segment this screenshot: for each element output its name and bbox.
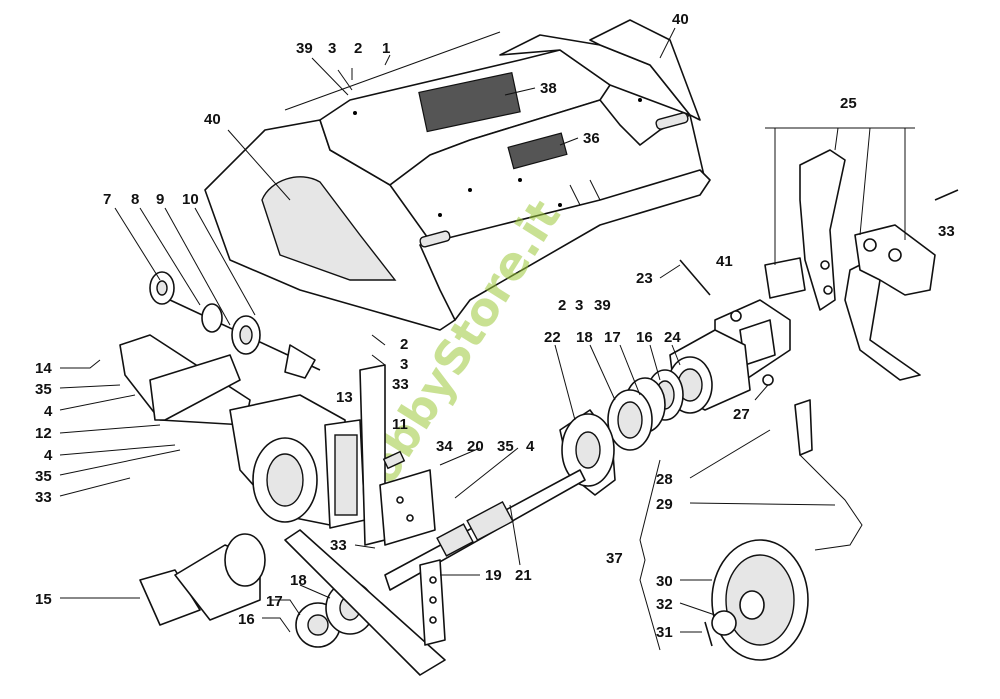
leader-lines bbox=[59, 27, 915, 633]
callout-30: 30 bbox=[656, 573, 673, 590]
callout-17-top: 17 bbox=[604, 329, 621, 346]
gearbox-housing bbox=[119, 334, 366, 529]
callout-11: 11 bbox=[392, 416, 408, 433]
callout-4-b: 4 bbox=[44, 447, 53, 464]
callout-13: 13 bbox=[336, 389, 353, 406]
callout-16-bottom: 16 bbox=[238, 611, 255, 628]
input-shaft-group bbox=[149, 271, 321, 379]
callout-12: 12 bbox=[35, 425, 52, 442]
callout-1: 1 bbox=[382, 40, 390, 57]
callout-25: 25 bbox=[840, 95, 857, 112]
callout-36: 36 bbox=[583, 130, 600, 147]
callout-21: 21 bbox=[515, 567, 532, 584]
mounting-bracket bbox=[359, 364, 436, 546]
main-shaft bbox=[384, 469, 586, 591]
callout-35-c: 35 bbox=[497, 438, 514, 455]
callout-4-c: 4 bbox=[526, 438, 535, 455]
callout-9: 9 bbox=[156, 191, 164, 208]
callout-33-left: 33 bbox=[35, 489, 52, 506]
callout-2: 2 bbox=[354, 40, 362, 57]
callout-18-top: 18 bbox=[576, 329, 593, 346]
callout-41: 41 bbox=[716, 253, 733, 270]
callout-27: 27 bbox=[733, 406, 750, 423]
callout-31: 31 bbox=[656, 624, 673, 641]
callout-4-a: 4 bbox=[44, 403, 53, 420]
callout-34: 34 bbox=[436, 438, 453, 455]
bevel-gear-bearing-stack bbox=[559, 369, 684, 496]
callout-2-mid: 2 bbox=[558, 297, 566, 314]
lower-flange-group bbox=[139, 529, 446, 676]
callout-18-bottom: 18 bbox=[290, 572, 307, 589]
callout-39: 39 bbox=[296, 40, 313, 57]
callout-33-right: 33 bbox=[938, 223, 955, 240]
tine-blade-assembly bbox=[764, 149, 959, 381]
callout-14: 14 bbox=[35, 360, 52, 377]
callout-3-lower: 3 bbox=[400, 356, 408, 373]
callout-15: 15 bbox=[35, 591, 52, 608]
callout-35-b: 35 bbox=[35, 468, 52, 485]
callout-24: 24 bbox=[664, 329, 681, 346]
depth-wheel-assembly bbox=[639, 399, 863, 661]
callout-32: 32 bbox=[656, 596, 673, 613]
callout-33-mid: 33 bbox=[392, 376, 409, 393]
callout-8: 8 bbox=[131, 191, 139, 208]
callout-17-bottom: 17 bbox=[266, 593, 283, 610]
hood-cover-assembly bbox=[204, 19, 711, 331]
callout-37: 37 bbox=[606, 550, 623, 567]
callout-19: 19 bbox=[485, 567, 502, 584]
callout-29: 29 bbox=[656, 496, 673, 513]
callout-40-left: 40 bbox=[204, 111, 221, 128]
callout-35-a: 35 bbox=[35, 381, 52, 398]
callout-23: 23 bbox=[636, 270, 653, 287]
callout-38: 38 bbox=[540, 80, 557, 97]
callout-20: 20 bbox=[467, 438, 484, 455]
callout-22: 22 bbox=[544, 329, 561, 346]
callout-2-lower: 2 bbox=[400, 336, 408, 353]
callout-39-mid: 39 bbox=[594, 297, 611, 314]
callout-labels: 39 3 2 1 38 36 40 40 25 33 7 8 9 10 23 4… bbox=[35, 11, 955, 641]
callout-16-top: 16 bbox=[636, 329, 653, 346]
callout-7: 7 bbox=[103, 191, 111, 208]
callout-10: 10 bbox=[182, 191, 199, 208]
callout-33-bottom: 33 bbox=[330, 537, 347, 554]
callout-3: 3 bbox=[328, 40, 336, 57]
callout-28: 28 bbox=[656, 471, 673, 488]
callout-3-mid: 3 bbox=[575, 297, 583, 314]
callout-40-right: 40 bbox=[672, 11, 689, 28]
